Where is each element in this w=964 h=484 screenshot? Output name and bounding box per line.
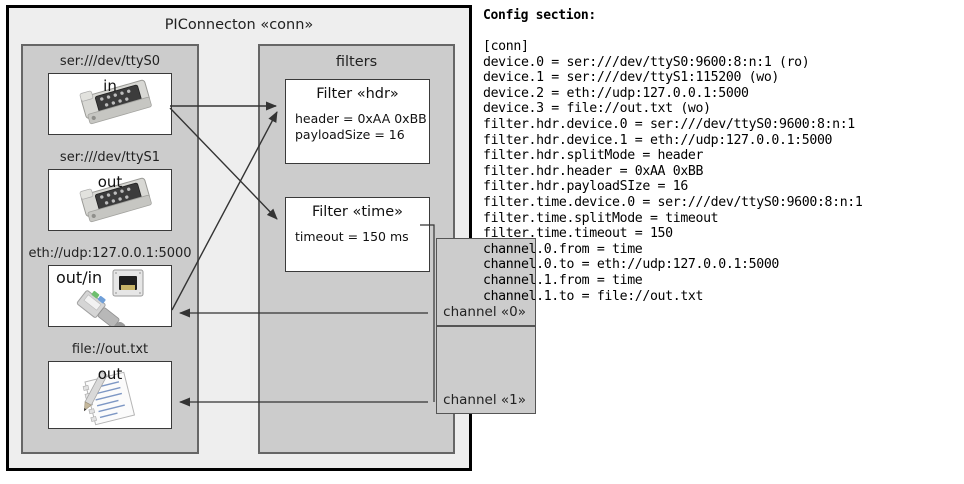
config-line-15: channel.1.from = time xyxy=(483,272,643,288)
filters-panel: filters Filter «hdr» header = 0xAA 0xBB … xyxy=(258,44,536,454)
device-label-eth: eth://udp:127.0.0.1:5000 xyxy=(28,246,192,261)
device-block-file[interactable]: file://out.txt out xyxy=(23,342,197,429)
filter-props-time: timeout = 150 ms xyxy=(286,229,429,245)
filter-title-hdr: Filter «hdr» xyxy=(316,86,399,102)
device-block-ttys1[interactable]: ser:///dev/ttyS1 out xyxy=(23,150,197,231)
device-box-file[interactable]: out xyxy=(48,361,172,429)
filter-box-time[interactable]: Filter «time» timeout = 150 ms xyxy=(285,197,430,272)
device-direction-file: out xyxy=(97,365,123,383)
config-line-16: channel.1.to = file://out.txt xyxy=(483,288,704,304)
filter-prop: timeout = 150 ms xyxy=(295,229,409,244)
channel-label-1: channel «1» xyxy=(443,392,526,408)
connector-title: PIConnecton «conn» xyxy=(164,17,314,33)
filters-panel-title: filters xyxy=(335,54,378,70)
channel-box-1[interactable]: channel «1» xyxy=(436,326,536,414)
config-heading: Config section: xyxy=(483,8,596,23)
devices-panel: ser:///dev/ttyS0 in xyxy=(21,44,199,454)
channel-label-0: channel «0» xyxy=(443,304,526,320)
channel-box-0[interactable]: channel «0» xyxy=(436,238,536,326)
filter-box-hdr[interactable]: Filter «hdr» header = 0xAA 0xBB payloadS… xyxy=(285,79,430,164)
device-label-file: file://out.txt xyxy=(71,342,149,357)
device-label-ttys1: ser:///dev/ttyS1 xyxy=(59,150,161,165)
device-direction-eth: out/in xyxy=(56,268,103,287)
config-lines: [conn]device.0 = ser:///dev/ttyS0:9600:8… xyxy=(483,39,961,304)
filter-prop: header = 0xAA 0xBB xyxy=(295,111,427,126)
device-box-ttys0[interactable]: in xyxy=(48,73,172,135)
connector-container: PIConnecton «conn» ser:///dev/ttyS0 in xyxy=(6,5,536,471)
device-box-eth[interactable]: out/in xyxy=(48,265,172,327)
config-line-4: device.3 = file://out.txt (wo) xyxy=(483,101,711,117)
config-line-11: filter.time.splitMode = timeout xyxy=(483,210,719,226)
config-line-1: device.0 = ser:///dev/ttyS0:9600:8:n:1 (… xyxy=(483,54,810,70)
filter-prop: payloadSize = 16 xyxy=(295,127,405,142)
device-box-ttys1[interactable]: out xyxy=(48,169,172,231)
config-line-6: filter.hdr.device.1 = eth://udp:127.0.0.… xyxy=(483,132,833,148)
device-direction-ttys0: in xyxy=(103,77,117,95)
config-line-2: device.1 = ser:///dev/ttyS1:115200 (wo) xyxy=(483,70,779,86)
config-line-13: channel.0.from = time xyxy=(483,241,643,257)
text-document-icon xyxy=(49,362,171,428)
config-line-3: device.2 = eth://udp:127.0.0.1:5000 xyxy=(483,85,749,101)
config-line-12: filter.time.timeout = 150 xyxy=(483,226,673,242)
filter-title-time: Filter «time» xyxy=(311,204,404,220)
config-line-9: filter.hdr.payloadSIze = 16 xyxy=(483,179,688,195)
filter-props-hdr: header = 0xAA 0xBB payloadSize = 16 xyxy=(286,111,429,143)
device-block-ttys0[interactable]: ser:///dev/ttyS0 in xyxy=(23,54,197,135)
config-line-7: filter.hdr.splitMode = header xyxy=(483,148,704,164)
device-block-eth[interactable]: eth://udp:127.0.0.1:5000 out/in xyxy=(14,246,206,327)
config-line-5: filter.hdr.device.0 = ser:///dev/ttyS0:9… xyxy=(483,116,855,132)
config-section: Config section: [conn]device.0 = ser:///… xyxy=(483,8,961,304)
serial-port-icon xyxy=(49,74,171,134)
config-line-10: filter.time.device.0 = ser:///dev/ttyS0:… xyxy=(483,194,863,210)
ethernet-plug-icon xyxy=(49,266,171,326)
serial-port-icon xyxy=(49,170,171,230)
config-line-8: filter.hdr.header = 0xAA 0xBB xyxy=(483,163,704,179)
device-direction-ttys1: out xyxy=(97,173,123,191)
device-label-ttys0: ser:///dev/ttyS0 xyxy=(59,54,161,69)
config-line-14: channel.0.to = eth://udp:127.0.0.1:5000 xyxy=(483,257,779,273)
config-line-0: [conn] xyxy=(483,39,529,54)
